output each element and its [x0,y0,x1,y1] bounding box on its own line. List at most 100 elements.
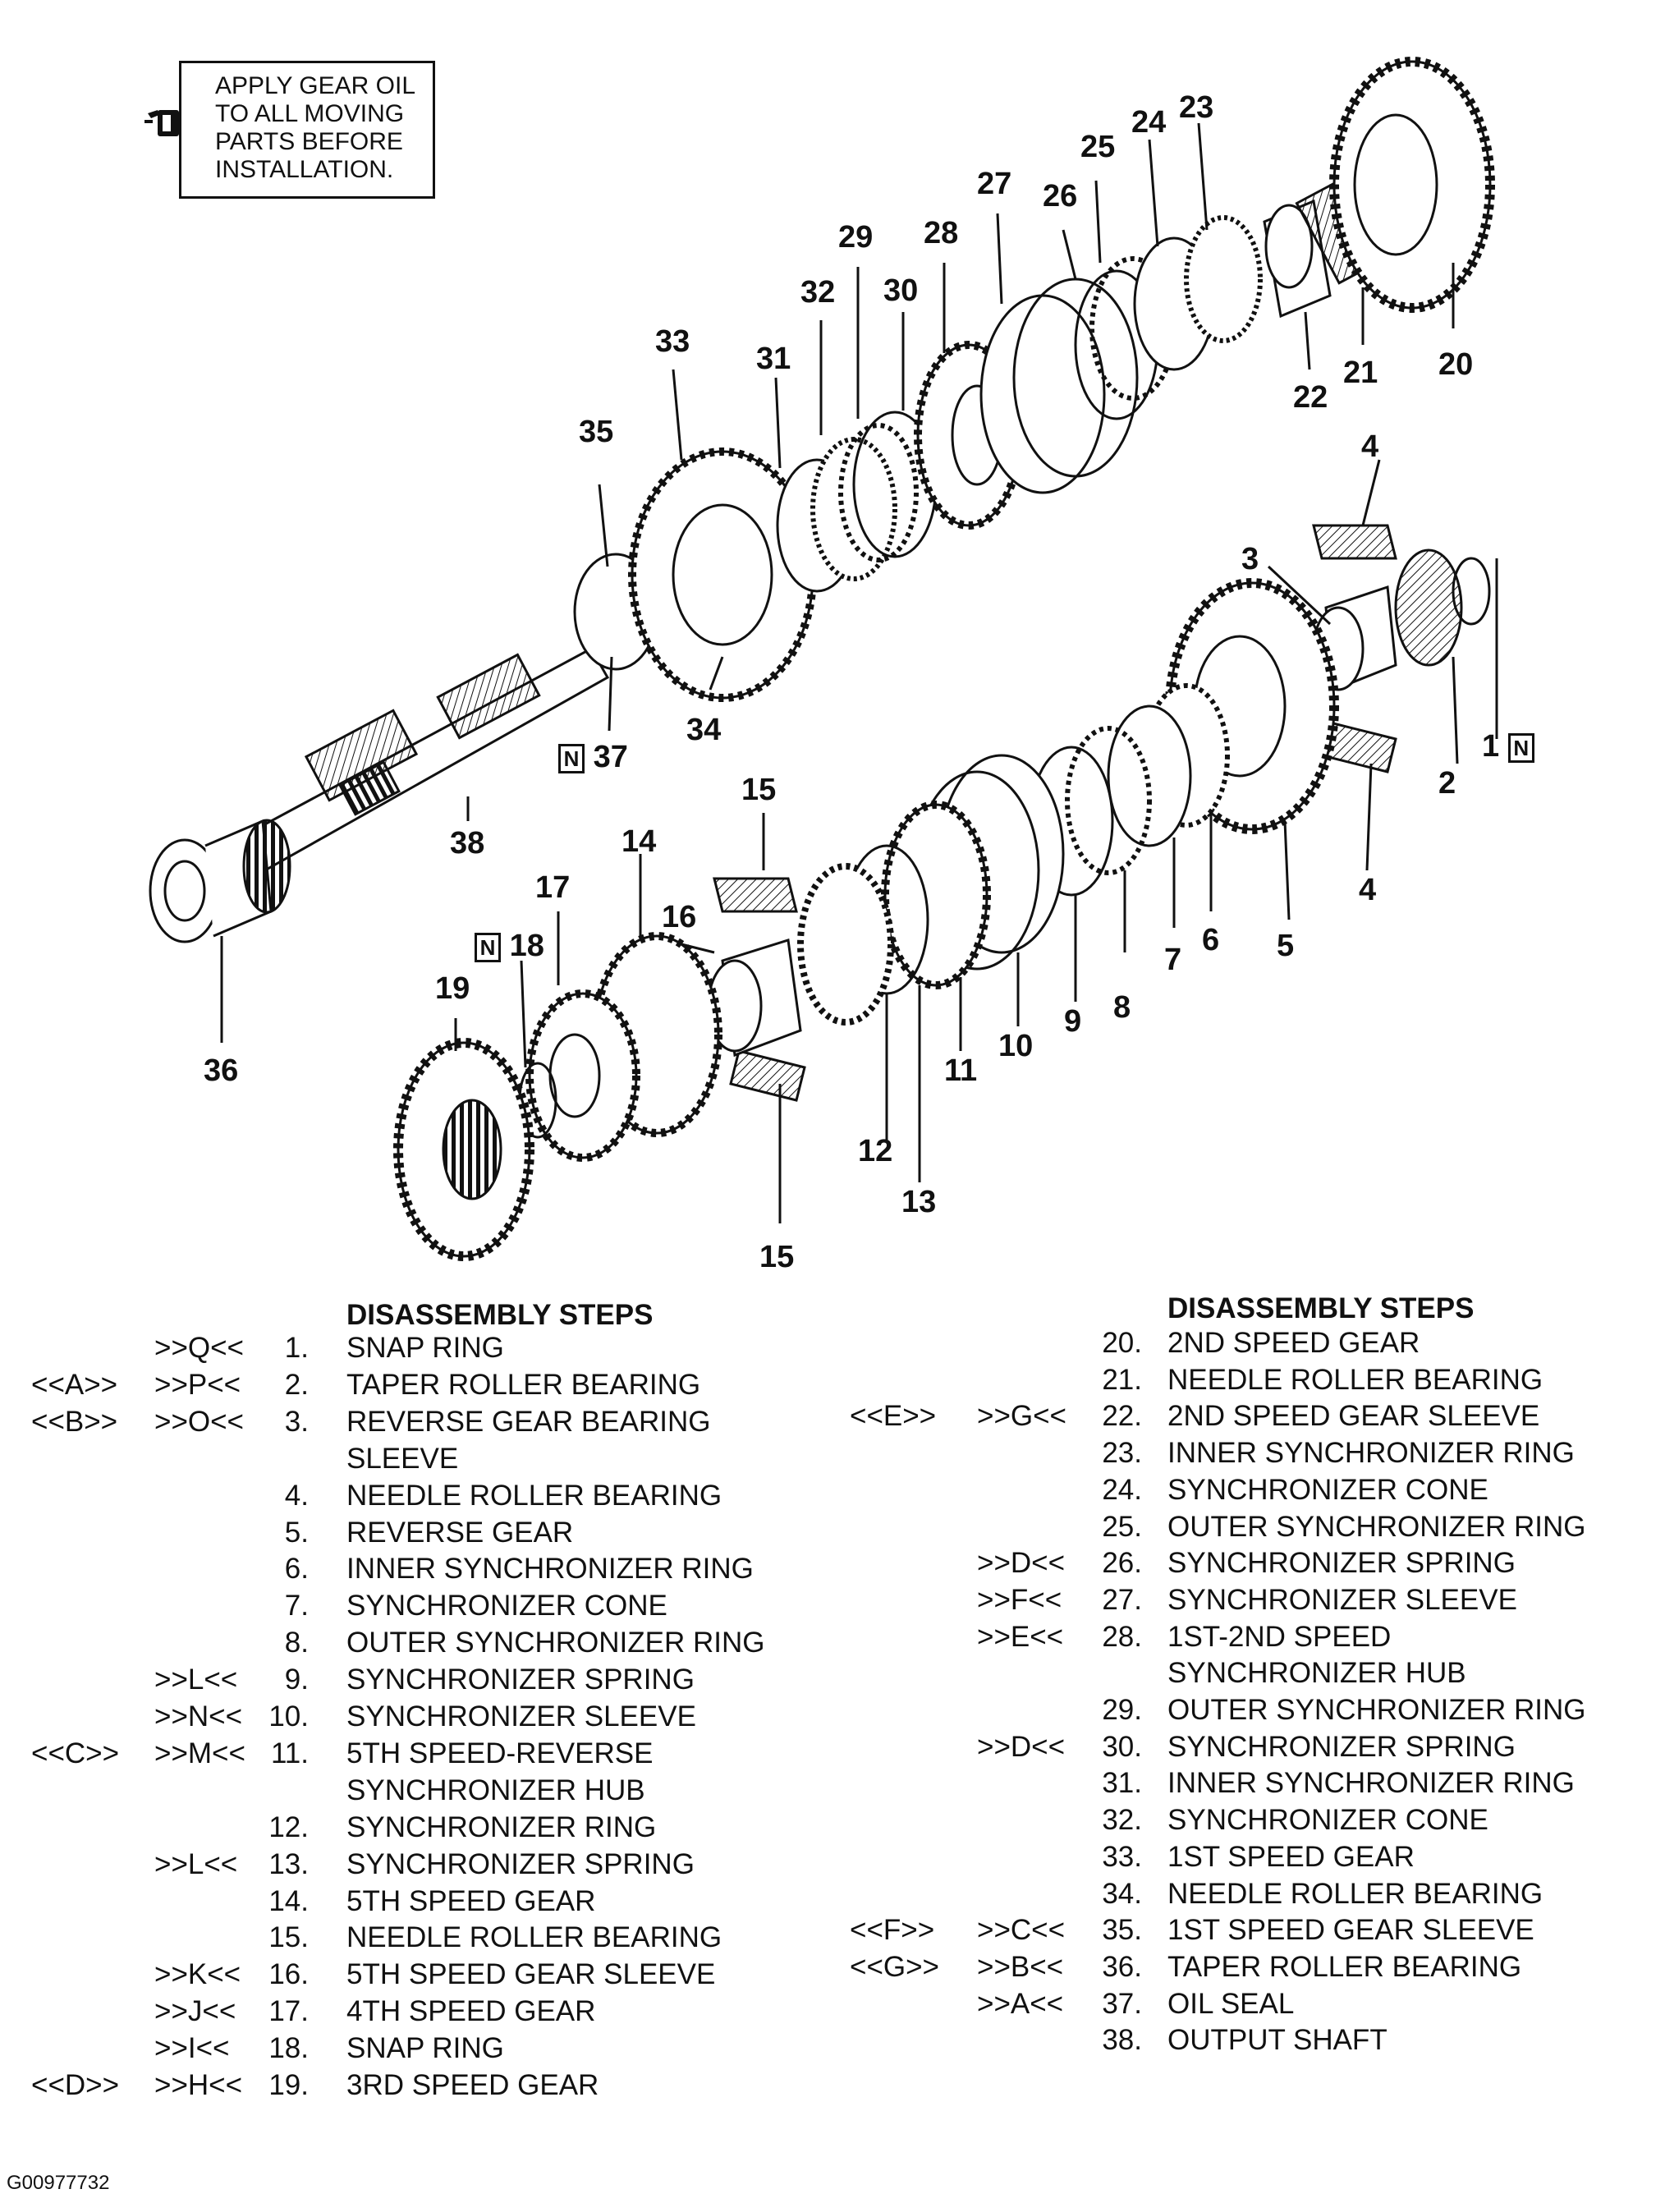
step-tool-code: <<B>> [31,1405,118,1438]
callout-2: 2 [1438,766,1456,801]
step-number: 29. [1102,1694,1142,1726]
callout-26: 26 [1043,179,1078,213]
callout-13: 13 [901,1185,937,1219]
callout-14: 14 [622,824,657,859]
note-line: APPLY GEAR OIL [215,72,415,99]
callout-6: 6 [1202,923,1220,957]
callout-28: 28 [924,216,959,250]
step-name: SYNCHRONIZER HUB [1167,1657,1466,1690]
step-number: 15. [268,1921,309,1954]
step-tool-code: <<A>> [31,1368,118,1401]
step-name: INNER SYNCHRONIZER RING [1167,1437,1575,1470]
step-name: INNER SYNCHRONIZER RING [346,1553,754,1586]
callout-8: 8 [1113,990,1131,1025]
callout-11: 11 [944,1053,978,1088]
step-name: NEEDLE ROLLER BEARING [1167,1363,1543,1396]
needle-bearing-15-upper [713,877,798,913]
step-number: 31. [1102,1767,1142,1800]
step-name: SYNCHRONIZER CONE [1167,1473,1488,1506]
step-number: 28. [1102,1620,1142,1653]
ring-12 [797,863,894,1026]
callout-36: 36 [204,1053,239,1088]
step-number: 2. [284,1368,309,1401]
step-number: 7. [284,1590,309,1622]
step-name: SYNCHRONIZER SLEEVE [1167,1583,1517,1616]
taper-roller-bearing-2 [1394,548,1463,667]
step-number: 12. [268,1810,309,1843]
step-number: 10. [268,1700,309,1732]
step-number: 6. [284,1553,309,1586]
gear-20 [1329,57,1495,313]
step-name: 2ND SPEED GEAR [1167,1327,1420,1359]
step-number: 9. [284,1664,309,1696]
callout-1: 1 N [1482,731,1534,763]
callout-7: 7 [1164,943,1182,977]
step-name: SYNCHRONIZER SPRING [346,1664,695,1696]
step-number: 18. [268,2032,309,2065]
step-name: SNAP RING [346,2032,504,2065]
callout-3: 3 [1241,542,1259,576]
step-number: 19. [268,2069,309,2101]
step-tool-code: <<G>> [850,1950,939,1983]
note-line: TO ALL MOVING [215,100,405,127]
note-text: APPLY GEAR OIL TO ALL MOVING PARTS BEFOR… [215,72,415,184]
gear-19 [393,1038,534,1261]
step-tool-code: <<D>> [31,2069,120,2101]
step-name: INNER SYNCHRONIZER RING [1167,1767,1575,1800]
step-procedure-code: >>D<< [977,1547,1066,1580]
n-badge: N [558,743,585,773]
step-procedure-code: >>B<< [977,1950,1064,1983]
step-procedure-code: >>C<< [977,1914,1066,1947]
needle-bearing-15-lower [729,1049,806,1102]
callout-35: 35 [579,415,614,449]
step-name: SYNCHRONIZER CONE [1167,1804,1488,1837]
callout-24: 24 [1131,105,1167,140]
note-box [179,61,435,199]
right-steps-heading: DISASSEMBLY STEPS [1167,1292,1475,1324]
step-name: TAPER ROLLER BEARING [1167,1950,1522,1983]
callout-21: 21 [1343,356,1378,390]
callout-16: 16 [662,900,697,934]
step-name: SYNCHRONIZER SPRING [1167,1730,1516,1763]
callout-19: 19 [435,971,470,1006]
note-line: PARTS BEFORE [215,128,403,155]
step-number: 4. [284,1479,309,1512]
step-name: OUTER SYNCHRONIZER RING [346,1627,765,1659]
n-badge: N [475,932,501,962]
step-number: 25. [1102,1510,1142,1543]
callout-31: 31 [756,342,791,376]
callout-25: 25 [1080,130,1116,164]
step-name: 5TH SPEED GEAR [346,1884,596,1917]
step-name: OUTPUT SHAFT [1167,2024,1388,2057]
step-name: SYNCHRONIZER SPRING [1167,1547,1516,1580]
step-number: 33. [1102,1840,1142,1873]
gear-17 [525,989,640,1162]
step-number: 11. [270,1737,309,1769]
step-name: SYNCHRONIZER HUB [346,1774,645,1806]
step-name: SYNCHRONIZER CONE [346,1590,667,1622]
step-name: 1ST-2ND SPEED [1167,1620,1392,1653]
n-badge: N [1507,732,1534,763]
step-name: 1ST SPEED GEAR SLEEVE [1167,1914,1534,1947]
step-name: 3RD SPEED GEAR [346,2069,599,2101]
figure-id: G00977732 [7,2172,110,2194]
step-number: 37. [1102,1987,1142,2020]
step-number: 36. [1102,1950,1142,1983]
ring-8 [1065,726,1152,875]
step-number: 1. [284,1332,309,1364]
callout-15-upper: 15 [741,773,777,807]
step-number: 38. [1102,2024,1142,2057]
step-name: NEEDLE ROLLER BEARING [1167,1877,1543,1910]
step-name: REVERSE GEAR [346,1516,574,1549]
step-procedure-code: >>J<< [154,1995,236,2028]
step-procedure-code: >>M<< [154,1737,245,1769]
step-procedure-code: >>I<< [154,2032,230,2065]
step-number: 24. [1102,1473,1142,1506]
callout-22: 22 [1293,380,1328,415]
step-number: 5. [284,1516,309,1549]
oil-can-icon [144,110,179,136]
step-name: OIL SEAL [1167,1987,1295,2020]
step-name: OUTER SYNCHRONIZER RING [1167,1510,1586,1543]
callout-23: 23 [1179,90,1214,125]
callout-30: 30 [883,273,919,308]
